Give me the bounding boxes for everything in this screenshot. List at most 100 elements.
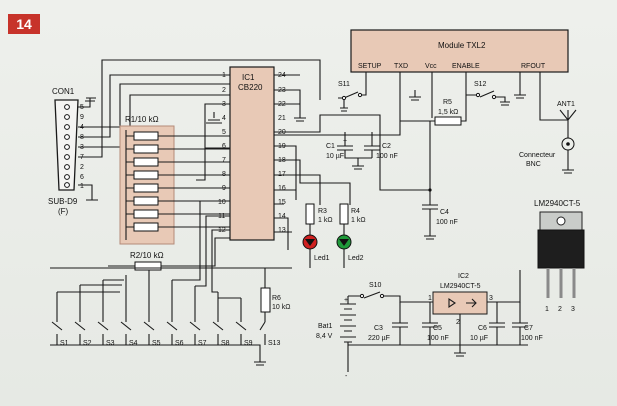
switch-label: S6 (175, 340, 184, 347)
r3-value: 1 kΩ (318, 217, 333, 224)
c2-ref: C2 (382, 143, 391, 150)
switch-contact (359, 293, 365, 299)
switch-row (51, 200, 266, 345)
switch-label: S13 (268, 340, 281, 347)
ground (562, 150, 574, 174)
resistor-r2 (134, 261, 162, 271)
con1-pin-label: 1 (80, 183, 84, 190)
ic2-arrow-symbol (448, 297, 477, 309)
antenna-ant1 (559, 109, 577, 138)
module-txl2 (350, 29, 569, 73)
switch-s10 (348, 291, 433, 303)
led-triangles (305, 239, 349, 246)
switch-label: S3 (106, 340, 115, 347)
wire (78, 184, 98, 201)
switch-contact (475, 92, 481, 98)
battery-value: 8,4 V (316, 333, 333, 340)
regulator-legs (546, 268, 576, 298)
c1-value: 10 µF (326, 153, 344, 160)
ic1-pin: 2 (222, 87, 226, 94)
wire (274, 174, 321, 205)
c3-ref: C3 (374, 325, 383, 332)
r4-value: 1 kΩ (351, 217, 366, 224)
module-title: Module TXL2 (438, 41, 486, 50)
ic1-pin: 10 (218, 199, 226, 206)
ic1-pin: 14 (278, 213, 286, 220)
regulator-pin: 1 (545, 306, 549, 313)
ic1-pin: 8 (222, 171, 226, 178)
ic1-pin: 4 (222, 115, 226, 122)
c4-ref: C4 (440, 209, 449, 216)
c3-value: 220 µF (368, 335, 390, 342)
s11-label: S11 (338, 81, 350, 88)
module-pin-txd: TXD (394, 63, 408, 70)
capacitor-c4 (398, 121, 438, 240)
c1-ref: C1 (326, 143, 335, 150)
subd9-pins (64, 104, 70, 188)
wire (78, 59, 321, 158)
con1-label: CON1 (52, 87, 75, 96)
ic1-pin: 6 (222, 143, 226, 150)
module-pin-enable: ENABLE (452, 63, 480, 70)
ic1-ref: IC1 (242, 73, 255, 82)
c1-plus: + (343, 138, 347, 145)
module-pin-rfout: RFOUT (521, 63, 546, 70)
ic1-pin: 7 (222, 157, 226, 164)
resistor-r6 (260, 287, 271, 313)
module-pin-setup: SETUP (358, 63, 382, 70)
wire (274, 145, 351, 205)
switch-label: S9 (244, 340, 253, 347)
c4-value: 100 nF (436, 219, 458, 226)
switch-contact (491, 94, 497, 100)
bnc-label-2: BNC (526, 161, 541, 168)
switch-contact (379, 293, 385, 299)
wire (78, 97, 96, 108)
subd9-label: SUB-D9 (48, 197, 78, 206)
ic2-pin3: 3 (489, 295, 493, 302)
ground (352, 158, 364, 170)
ic2-ref: IC2 (458, 273, 469, 280)
c5-ref: C5 (433, 325, 442, 332)
wire (206, 112, 222, 124)
con1-pin-label: 2 (80, 164, 84, 171)
con1-pin-label: 6 (80, 174, 84, 181)
resistor-r3 (305, 203, 315, 225)
switch-label: S7 (198, 340, 207, 347)
resistor-r4 (339, 203, 349, 225)
switch-s11 (338, 88, 367, 112)
wire (274, 74, 306, 122)
ant1-label: ANT1 (557, 101, 575, 108)
wire (400, 95, 467, 122)
s10-label: S10 (369, 282, 382, 289)
resistor-array-elements (133, 131, 159, 232)
wire (274, 72, 568, 136)
bnc-label: Connecteur (519, 152, 556, 159)
c5-value: 100 nF (427, 335, 449, 342)
ic2-pin1: 1 (428, 295, 432, 302)
ic1-pin: 15 (278, 199, 286, 206)
switch-label: S2 (83, 340, 92, 347)
regulator-pin: 3 (571, 306, 575, 313)
ic2-regulator (432, 291, 488, 315)
r3-ref: R3 (318, 208, 327, 215)
switch-s12 (466, 90, 510, 106)
bnc-center (566, 142, 570, 146)
regulator-body (537, 229, 585, 269)
wire (274, 203, 292, 250)
ic2-pin2: 2 (456, 319, 460, 326)
r2-label: R2/10 kΩ (130, 251, 164, 260)
r4-ref: R4 (351, 208, 360, 215)
ic1-pin: 13 (278, 227, 286, 234)
wire (78, 74, 230, 138)
ic1-pin: 21 (278, 115, 286, 122)
c6-value: 10 µF (470, 335, 488, 342)
r6-ref: R6 (272, 295, 281, 302)
ic1-name: CB220 (238, 83, 263, 92)
r5-ref: R5 (443, 99, 452, 106)
regulator-tab-hole (556, 216, 566, 226)
figure-number-badge: 14 (8, 14, 40, 34)
wire (108, 237, 230, 267)
wire (125, 130, 230, 240)
